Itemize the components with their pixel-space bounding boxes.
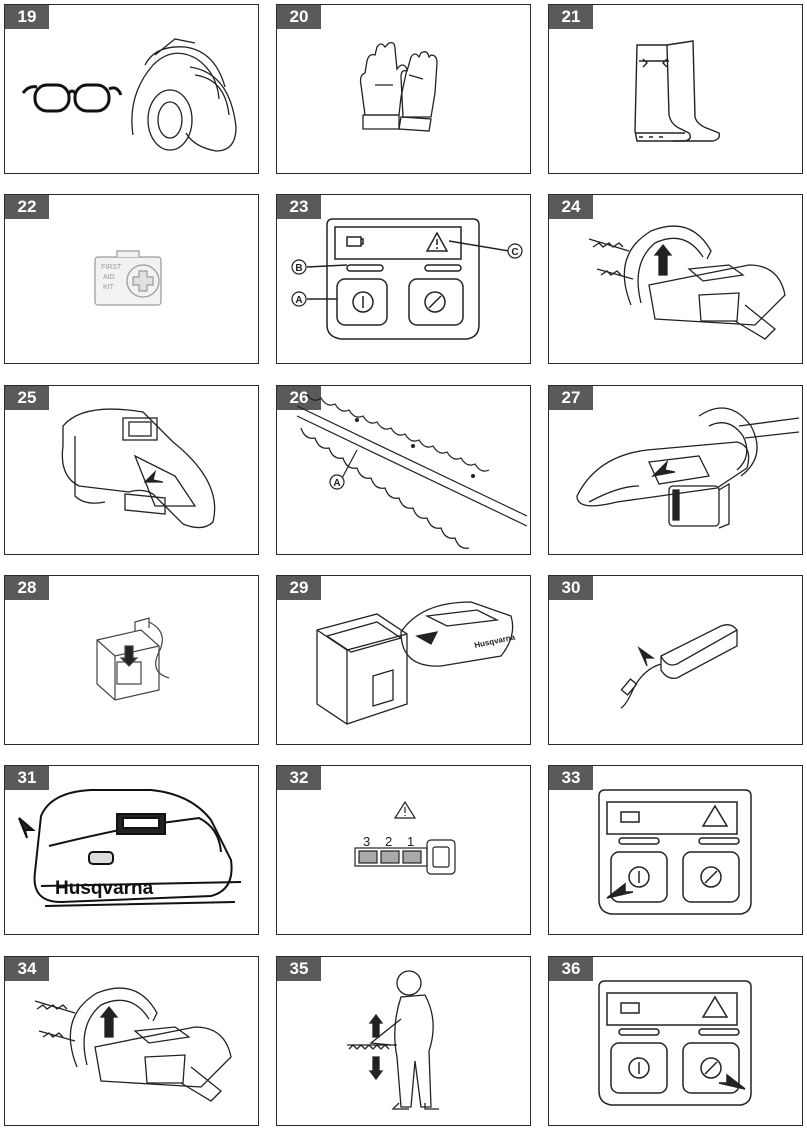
battery-charger-icon	[96, 617, 170, 701]
level-1: 1	[407, 834, 414, 849]
figure-number: 29	[277, 576, 321, 600]
figure-number: 30	[549, 576, 593, 600]
figure-24: 24	[548, 194, 803, 364]
power-supply-icon	[620, 624, 738, 709]
figure-29: 29 Husqvarna	[276, 575, 531, 745]
figure-number: 27	[549, 386, 593, 410]
kit-text-line-3: KIT	[103, 284, 115, 291]
helmet-ear-protection-icon	[131, 38, 237, 152]
figure-number: 22	[5, 195, 49, 219]
level-2: 2	[385, 834, 392, 849]
charger-base-icon: Husqvarna	[18, 789, 242, 907]
figure-number: 24	[549, 195, 593, 219]
keypad-diagram: B A C	[291, 218, 523, 340]
brand-text: Husqvarna	[474, 632, 517, 650]
hedge-trimmer-icon	[588, 225, 786, 340]
figure-25: 25	[4, 385, 259, 555]
figure-number: 31	[5, 766, 49, 790]
figure-36: 36	[548, 956, 803, 1126]
gloves-icon	[359, 41, 438, 132]
figure-number: 25	[5, 386, 49, 410]
figure-35: 35	[276, 956, 531, 1126]
brand-text: Husqvarna	[55, 878, 154, 899]
callout-a: A	[295, 295, 302, 306]
figure-26: 26 A	[276, 385, 531, 555]
figure-number: 23	[277, 195, 321, 219]
first-aid-kit-icon: FIRST AID KIT	[94, 250, 162, 306]
figure-34: 34	[4, 956, 259, 1126]
callout-b: B	[295, 263, 302, 274]
figure-number: 33	[549, 766, 593, 790]
battery-level-indicator-icon: 3 2 1	[354, 800, 456, 875]
kit-text-line-2: AID	[103, 274, 115, 281]
figure-number: 21	[549, 5, 593, 29]
figure-number: 32	[277, 766, 321, 790]
kit-text-line-1: FIRST	[101, 264, 122, 271]
battery-insert-icon	[576, 407, 800, 529]
figure-32: 32 3 2 1	[276, 765, 531, 935]
figure-number: 36	[549, 957, 593, 981]
operator-icon	[347, 970, 439, 1110]
figure-33: 33	[548, 765, 803, 935]
figure-19: 19	[4, 4, 259, 174]
boots-icon	[634, 40, 721, 142]
figure-number: 34	[5, 957, 49, 981]
figure-22: 22 FIRST AID KIT	[4, 194, 259, 364]
figure-30: 30	[548, 575, 803, 745]
figure-21: 21	[548, 4, 803, 174]
callout-c: C	[511, 247, 518, 258]
rear-handle-trigger-icon	[61, 408, 216, 529]
figure-28: 28	[4, 575, 259, 745]
cutting-blade-icon: A	[296, 393, 528, 549]
figure-number: 28	[5, 576, 49, 600]
figure-23: 23 B A C	[276, 194, 531, 364]
figure-27: 27	[548, 385, 803, 555]
figure-number: 26	[277, 386, 321, 410]
hedge-trimmer-icon	[34, 987, 232, 1102]
keypad-power-icon	[598, 789, 752, 915]
figure-31: 31 Husqvarna	[4, 765, 259, 935]
figure-number: 35	[277, 957, 321, 981]
callout-a: A	[333, 478, 340, 489]
figure-number: 19	[5, 5, 49, 29]
level-3: 3	[363, 834, 370, 849]
figure-20: 20	[276, 4, 531, 174]
battery-and-charger-icon: Husqvarna	[316, 601, 517, 725]
safety-glasses-icon	[21, 38, 237, 152]
keypad-save-icon	[598, 980, 752, 1106]
figure-number: 20	[277, 5, 321, 29]
